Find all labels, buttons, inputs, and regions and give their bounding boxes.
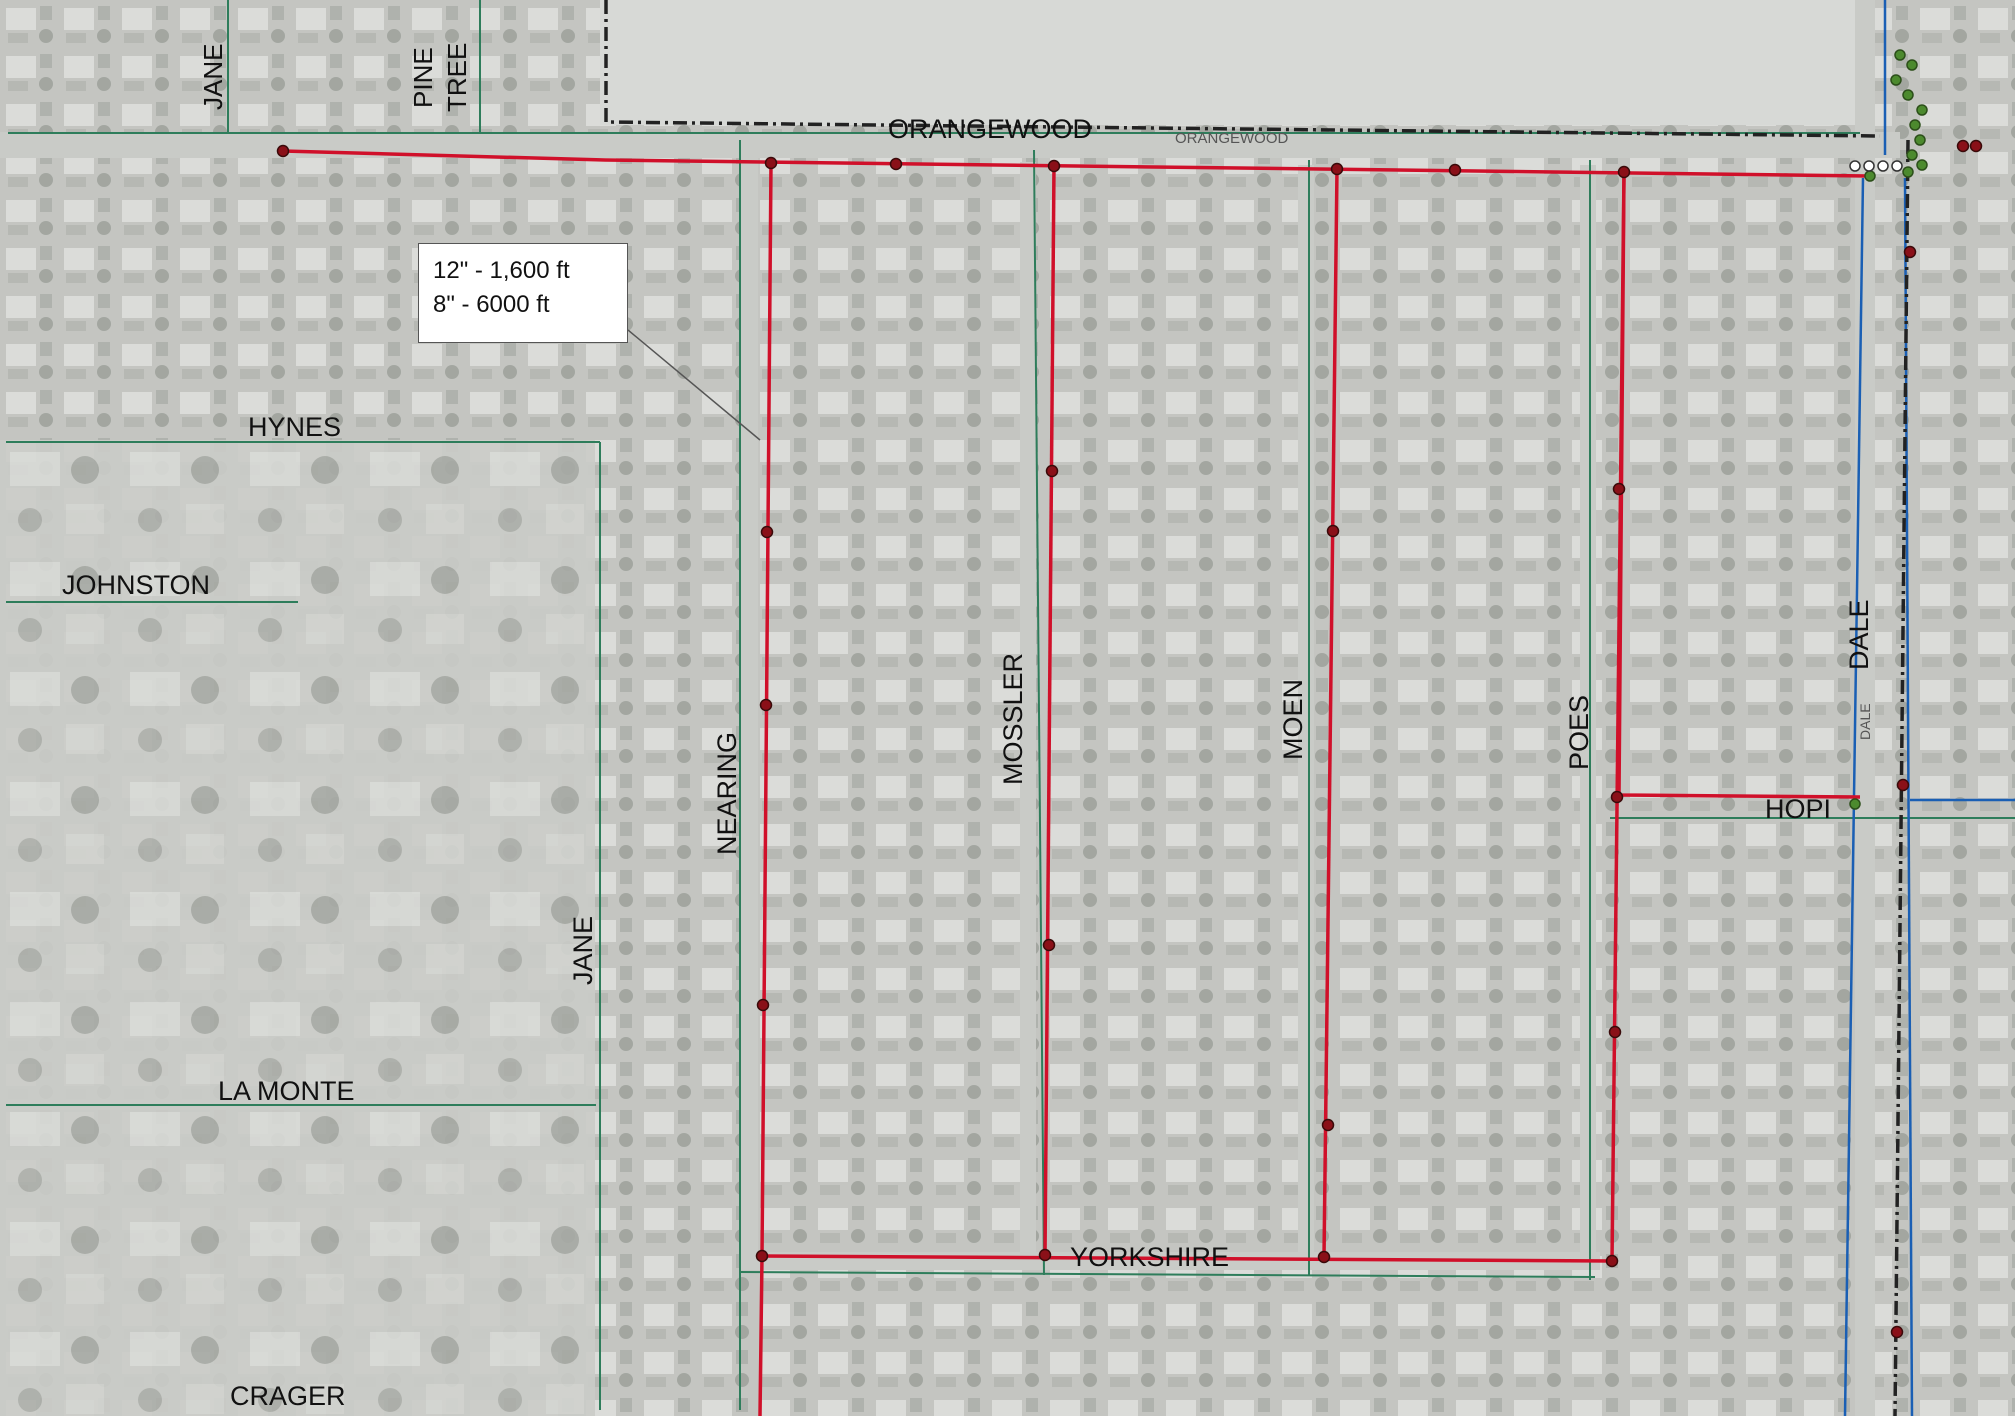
street-label-tree: TREE [442,43,472,112]
street-label-yorkshire: YORKSHIRE [1070,1242,1229,1272]
street-label-crager: CRAGER [230,1381,346,1411]
street-label-jane-north: JANE [198,44,228,110]
street-label-dale: DALE [1844,599,1874,670]
street-label-dale-small: DALE [1857,703,1873,740]
street-label-la-monte: LA MONTE [218,1076,355,1106]
street-label-hopi: HOPI [1765,794,1831,824]
street-label-johnston: JOHNSTON [62,570,210,600]
street-label-hynes: HYNES [248,412,341,442]
street-centerlines [6,0,2015,1410]
street-label-jane-south: JANE [568,916,598,985]
legend-line-12-inch: 12" - 1,600 ft [433,257,570,284]
street-label-poes: POES [1564,695,1594,770]
pipe-length-legend: 12" - 1,600 ft 8" - 6000 ft [418,243,628,343]
street-label-nearing: NEARING [712,732,742,855]
street-label-mossler: MOSSLER [998,653,1028,785]
legend-leader-line [627,329,761,441]
legend-line-8-inch: 8" - 6000 ft [433,291,550,318]
street-label-pine: PINE [408,47,438,108]
street-label-moen: MOEN [1278,679,1308,760]
project-boundary [604,0,1910,1416]
hydrant-markers [1849,160,1903,172]
north-commercial-area [600,0,1870,125]
street-label-orangewood: ORANGEWOOD [888,114,1092,144]
intersection-nodes [1849,49,1928,810]
street-label-orangewood-small: ORANGEWOOD [1175,130,1289,147]
street-labels: JANE PINE TREE ORANGEWOOD ORANGEWOOD HYN… [62,43,1874,1411]
valve-nodes [276,139,1983,1339]
